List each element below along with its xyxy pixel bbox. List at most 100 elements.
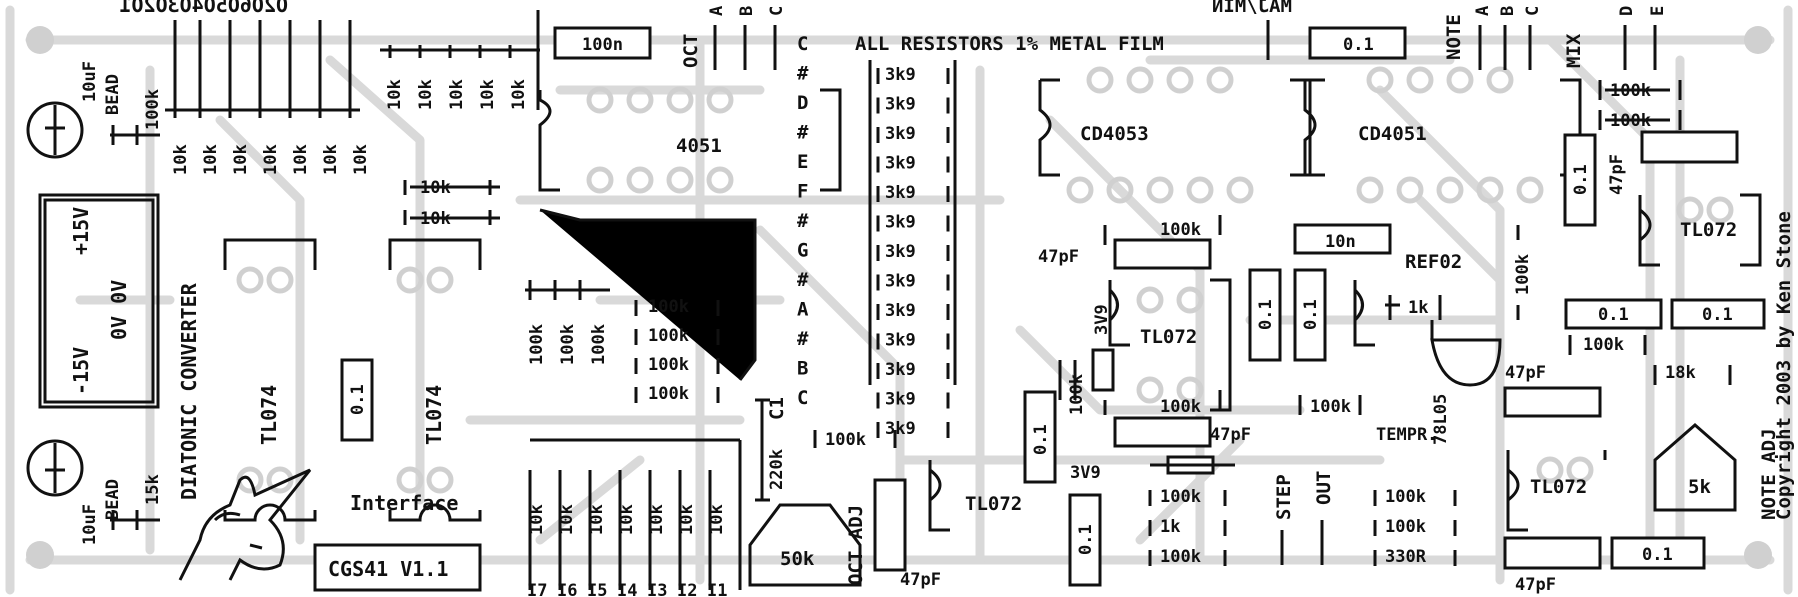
ladder-res-4: 3k9: [885, 154, 916, 174]
pad: [426, 466, 454, 494]
input-label-I1: I1: [707, 581, 727, 597]
pad: [1476, 176, 1504, 204]
note-label-2: #: [797, 63, 809, 85]
svg-text:0.1: 0.1: [1256, 299, 1276, 330]
note-adj-label: NOTE ADJ: [1758, 428, 1780, 520]
zener-a: 3V9: [1092, 304, 1112, 335]
cap-100n: [553, 26, 652, 60]
svg-text:100k: 100k: [1160, 220, 1201, 240]
mid-vres-2: 100k: [558, 324, 578, 365]
cap-01-top: [1308, 26, 1407, 60]
svg-text:E: E: [1648, 6, 1668, 16]
pad: [1226, 176, 1254, 204]
cap-top-label: 10uF: [80, 61, 100, 102]
svg-text:0.1: 0.1: [1571, 164, 1591, 195]
cap-47pf-b-right: 47pF: [1505, 363, 1546, 383]
pad: [1106, 176, 1134, 204]
res-100k-c: [1113, 416, 1212, 448]
pad: [1436, 176, 1464, 204]
pad: [626, 166, 654, 194]
r18k-right: 18k: [1665, 363, 1696, 383]
out-label: OUT: [1313, 471, 1335, 505]
left-res-5: 10k: [291, 144, 311, 175]
pad: [1516, 176, 1544, 204]
ic-tl072-right-a-outline: [1638, 193, 1762, 267]
ic-cd4051-outline: [1303, 78, 1582, 177]
c1-label: C1: [766, 397, 788, 420]
svg-text:B: B: [737, 6, 757, 16]
ladder-res-12: 3k9: [885, 390, 916, 410]
bead-top-label: BEAD: [103, 74, 123, 115]
r100k-a-right: 100k: [1610, 81, 1651, 101]
top-res-1: 10k: [385, 79, 405, 110]
electrolytic-cap-bottom: [26, 439, 84, 497]
left-res-3: 10k: [231, 144, 251, 175]
svg-text:10n: 10n: [1325, 232, 1356, 252]
right-box-c: [1503, 536, 1602, 570]
note-label-12: B: [797, 358, 808, 380]
central-section: ALL RESISTORS 1% METAL FILM MAJ/MIN 0.1 …: [748, 0, 1582, 590]
zener-a-body: [1091, 348, 1115, 392]
svg-text:0.1: 0.1: [1642, 545, 1673, 565]
res-col-1: 100k: [1160, 487, 1201, 507]
cap-01-left: [340, 358, 374, 442]
input-res-2: 10k: [557, 504, 577, 535]
ic-tl072-right-b-outline: [1506, 450, 1607, 532]
maj-min-label: MAJ/MIN: [1212, 0, 1292, 17]
input-res-1: 10k: [527, 504, 547, 535]
ladder-res-5: 3k9: [885, 183, 916, 203]
input-res-5: 10k: [647, 504, 667, 535]
cap-47pf-b: 47pF: [1210, 425, 1251, 445]
pad: [1536, 456, 1564, 484]
mid-hres-4: 100k: [648, 384, 689, 404]
mirrored-output-label: O2O6O5O4O3O2O1: [119, 0, 288, 17]
pad: [1676, 196, 1704, 224]
pad: [706, 86, 734, 114]
svg-text:C: C: [767, 6, 787, 16]
cap-01-c-right: [1610, 536, 1706, 570]
top-res-5: 10k: [509, 79, 529, 110]
svg-text:D: D: [1617, 6, 1637, 16]
top-res-2: 10k: [416, 79, 436, 110]
note-label: NOTE: [1443, 14, 1465, 60]
minus15-label: -15V: [69, 347, 93, 395]
pot-50k[interactable]: [748, 503, 862, 587]
pad: [396, 266, 424, 294]
unicorn-logo: [178, 468, 312, 581]
pot-5k-label: 5k: [1688, 476, 1711, 498]
input-res-7: 10k: [707, 504, 727, 535]
pad: [236, 266, 264, 294]
pad: [1396, 176, 1424, 204]
svg-text:100k: 100k: [1160, 397, 1201, 417]
svg-text:C: C: [1523, 6, 1543, 16]
mid-hres-1: 100k: [648, 297, 689, 317]
pad: [1126, 66, 1154, 94]
input-label-I3: I3: [647, 581, 667, 597]
note-label-5: E: [797, 151, 808, 173]
reg-78l05-outline: [1430, 320, 1502, 387]
copyright-label: Copyright 2003 by Ken Stone: [1773, 211, 1795, 520]
svg-text:0.1: 0.1: [1343, 35, 1374, 55]
r-bottom-label: 15k: [143, 474, 163, 505]
pot-5k[interactable]: [1653, 423, 1737, 512]
pad: [666, 166, 694, 194]
power-section: +15V 0V 0V -15V 10uF BEAD 100k 10uF BEAD…: [26, 61, 163, 545]
all-resistors-note: ALL RESISTORS 1% METAL FILM: [855, 33, 1164, 55]
pad: [1186, 176, 1214, 204]
input-res-6: 10k: [677, 504, 697, 535]
r100k-bottom: 100k: [825, 430, 866, 450]
right-section: NOTE A B C MIX D E 100k 100k 0.1 47pF TL…: [1443, 6, 1795, 595]
pad: [1486, 66, 1514, 94]
pad: [426, 266, 454, 294]
ic-tl072-a: TL072: [1140, 326, 1197, 348]
ic-4051-outline: [538, 88, 842, 192]
input-label-I6: I6: [557, 581, 577, 597]
pad: [266, 266, 294, 294]
small-res-1: 10k: [420, 178, 451, 198]
cap-01-a-right: [1564, 298, 1663, 330]
ic-outline-tl074-2: [388, 238, 482, 522]
oct-adj-label: OCT ADJ: [845, 505, 867, 585]
pad: [706, 166, 734, 194]
ic-4051-label: 4051: [676, 135, 722, 157]
